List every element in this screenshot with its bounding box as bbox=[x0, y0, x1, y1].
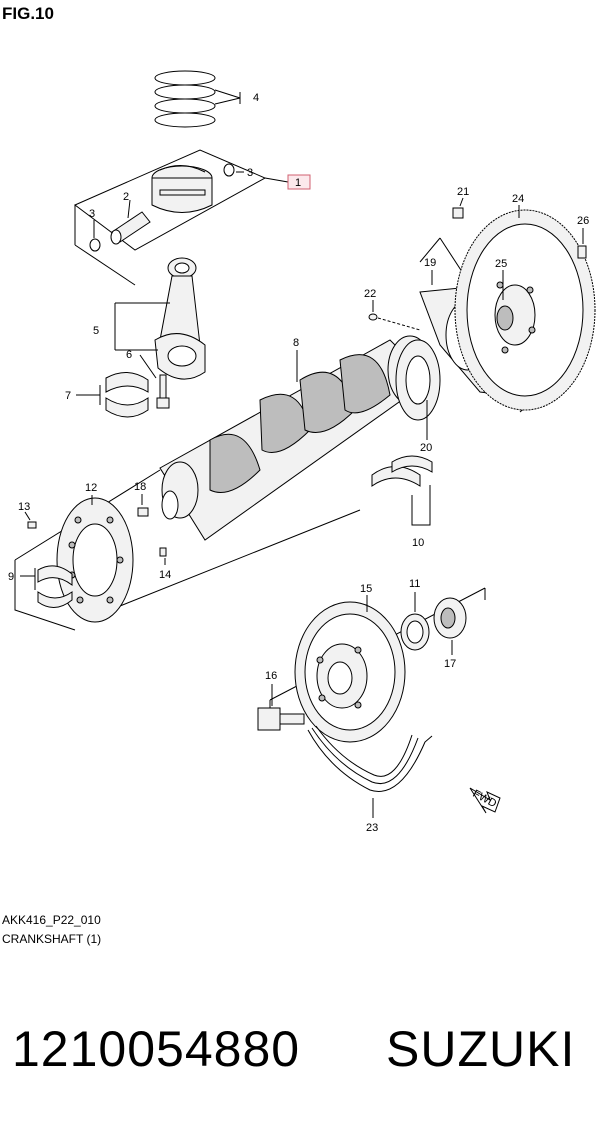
crankshaft-exploded-diagram: FWD 1 2 3 3 4 5 6 7 8 9 10 11 12 13 14 1… bbox=[8, 70, 596, 834]
piston-pin bbox=[110, 199, 151, 245]
callout-26: 26 bbox=[577, 215, 589, 227]
crankshaft-key bbox=[159, 547, 167, 557]
flywheel-bolt bbox=[577, 228, 587, 259]
pulley-seal bbox=[400, 592, 430, 651]
callout-14: 14 bbox=[159, 569, 171, 581]
pulley-bolt bbox=[257, 684, 305, 731]
callout-1-box bbox=[287, 174, 311, 190]
callout-11: 11 bbox=[409, 578, 420, 590]
figure-caption: CRANKSHAFT (1) bbox=[2, 932, 102, 946]
rear-oil-seal bbox=[395, 339, 441, 440]
drive-belt bbox=[307, 725, 433, 818]
flywheel bbox=[454, 205, 596, 411]
callout-17: 17 bbox=[444, 658, 456, 670]
callout-19: 19 bbox=[424, 257, 436, 269]
callout-2: 2 bbox=[123, 191, 129, 203]
callout-12: 12 bbox=[85, 482, 97, 494]
callout-20: 20 bbox=[420, 442, 432, 454]
circlip-right bbox=[223, 163, 235, 177]
callout-24: 24 bbox=[512, 193, 524, 205]
housing-bolt bbox=[452, 197, 464, 219]
callout-21: 21 bbox=[457, 186, 469, 198]
oil-pump-gear bbox=[433, 597, 467, 655]
callout-10: 10 bbox=[412, 537, 424, 549]
circlip-left bbox=[89, 238, 101, 252]
figure-code: AKK416_P22_010 bbox=[2, 913, 101, 927]
piston bbox=[151, 165, 213, 213]
dowel-pin bbox=[368, 300, 421, 331]
brand-name: SUZUKI bbox=[386, 1021, 576, 1077]
callout-22: 22 bbox=[364, 288, 376, 300]
callout-18: 18 bbox=[134, 481, 146, 493]
thrust-bearings bbox=[20, 565, 73, 608]
part-number: 1210054880 bbox=[12, 1021, 301, 1077]
callout-3-left: 3 bbox=[89, 208, 95, 220]
forward-arrow-icon: FWD bbox=[469, 787, 501, 814]
callout-4: 4 bbox=[253, 92, 259, 104]
callout-23: 23 bbox=[366, 822, 378, 834]
callout-8: 8 bbox=[293, 337, 299, 349]
callout-3-right: 3 bbox=[247, 167, 253, 179]
callout-7: 7 bbox=[65, 390, 71, 402]
callout-13: 13 bbox=[18, 501, 30, 513]
crankshaft-pulley bbox=[294, 595, 406, 743]
callout-25: 25 bbox=[495, 258, 507, 270]
main-bearings bbox=[371, 455, 433, 526]
connecting-rod-bolt bbox=[139, 354, 170, 409]
callout-9: 9 bbox=[8, 571, 14, 583]
connecting-rod-bearings bbox=[76, 372, 149, 418]
callout-6: 6 bbox=[126, 349, 132, 361]
callout-15: 15 bbox=[360, 583, 372, 595]
figure-title: FIG.10 bbox=[2, 4, 54, 23]
callout-16: 16 bbox=[265, 670, 277, 682]
sprocket-bolt bbox=[24, 511, 37, 529]
piston-rings bbox=[154, 70, 241, 128]
callout-5: 5 bbox=[93, 325, 99, 337]
callout-1: 1 bbox=[295, 177, 301, 189]
connecting-rod bbox=[114, 257, 206, 380]
crankshaft-pin bbox=[137, 507, 149, 517]
